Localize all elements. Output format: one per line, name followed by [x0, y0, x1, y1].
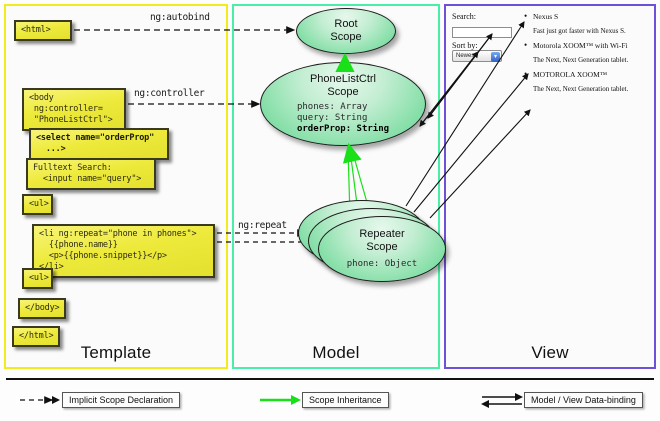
- sort-by-selected-value: Newest: [456, 53, 477, 59]
- template-box-fulltext-search: Fulltext Search: <input name="query">: [26, 158, 156, 190]
- scope-root: Root Scope: [296, 8, 396, 54]
- scope-repeater-name-1: Repeater: [359, 228, 405, 240]
- phone-snippet: The Next, Next Generation tablet.: [533, 56, 629, 64]
- legend: Implicit Scope Declaration Scope Inherit…: [0, 390, 660, 416]
- legend-label-inheritance: Scope Inheritance: [302, 392, 389, 408]
- panel-view-title: View: [531, 343, 569, 362]
- template-box-html-open: <html>: [14, 20, 72, 41]
- legend-item-implicit: Implicit Scope Declaration: [18, 392, 181, 408]
- legend-green-arrow-icon: [260, 395, 301, 405]
- connector-label-autobind: ng:autobind: [150, 12, 210, 23]
- template-box-ul-close: <ul>: [22, 268, 53, 289]
- phone-snippet: Fast just got faster with Nexus S.: [533, 27, 626, 35]
- legend-double-arrow-icon: [481, 393, 523, 408]
- scope-ctrl-prop-phones: phones: Array: [296, 102, 368, 112]
- scope-ctrl-prop-query: query: String: [296, 113, 368, 123]
- scope-repeater-props: phone: Object: [347, 259, 417, 270]
- chevron-down-icon: ▾: [491, 52, 500, 62]
- template-box-html-close: </html>: [12, 326, 60, 347]
- scope-repeater-prop-phone: phone: Object: [346, 259, 418, 269]
- list-item[interactable]: MOTOROLA XOOM™ The Next, Next Generation…: [524, 69, 650, 93]
- scope-phonelistctrl: PhoneListCtrl Scope phones: Array query:…: [260, 62, 426, 146]
- template-box-li-repeat: <li ng:repeat="phone in phones"> {{phone…: [32, 224, 215, 278]
- phone-name: MOTOROLA XOOM™: [524, 69, 650, 79]
- template-box-body-close: </body>: [18, 298, 66, 319]
- legend-divider: [6, 378, 654, 380]
- view-mockup: Search: Sort by: Newest ▾ Nexus S Fast j…: [452, 11, 650, 132]
- legend-item-databinding: Model / View Data-binding: [480, 392, 643, 408]
- phone-name: Motorola XOOM™ with Wi-Fi: [524, 40, 650, 50]
- legend-item-inheritance: Scope Inheritance: [258, 392, 389, 408]
- phone-name: Nexus S: [524, 11, 650, 21]
- list-item[interactable]: Nexus S Fast just got faster with Nexus …: [524, 11, 650, 35]
- sort-by-select[interactable]: Newest ▾: [452, 50, 502, 62]
- scope-repeater: Repeater Scope phone: Object: [318, 216, 446, 282]
- scope-root-name-1: Root: [334, 18, 358, 30]
- legend-label-databinding: Model / View Data-binding: [524, 392, 643, 408]
- scope-ctrl-name-2: Scope: [327, 86, 359, 98]
- template-box-select: <select name="orderProp" ...>: [29, 128, 169, 160]
- list-item[interactable]: Motorola XOOM™ with Wi-Fi The Next, Next…: [524, 40, 650, 64]
- scope-repeater-name-2: Scope: [366, 241, 398, 253]
- scope-root-name-2: Scope: [330, 31, 362, 43]
- legend-label-implicit: Implicit Scope Declaration: [62, 392, 181, 408]
- phone-snippet: The Next, Next Generation tablet.: [533, 85, 629, 93]
- connector-label-controller: ng:controller: [134, 88, 205, 99]
- panel-model-title: Model: [312, 343, 360, 362]
- connector-label-repeat: ng:repeat: [238, 220, 287, 231]
- scope-ctrl-prop-orderprop: orderProp: String: [296, 124, 390, 134]
- search-input[interactable]: [452, 27, 512, 38]
- panel-model: Model: [232, 4, 440, 369]
- phone-list: Nexus S Fast just got faster with Nexus …: [524, 11, 650, 99]
- scope-ctrl-props: phones: Array query: String orderProp: S…: [297, 102, 389, 135]
- panel-template-title: Template: [80, 343, 152, 362]
- template-box-body-open: <body ng:controller= "PhoneListCtrl">: [22, 88, 126, 131]
- legend-dashed-arrow-icon: [20, 396, 60, 404]
- template-box-ul-open: <ul>: [22, 194, 53, 215]
- search-label: Search:: [452, 12, 476, 21]
- scope-ctrl-name-1: PhoneListCtrl: [309, 73, 377, 85]
